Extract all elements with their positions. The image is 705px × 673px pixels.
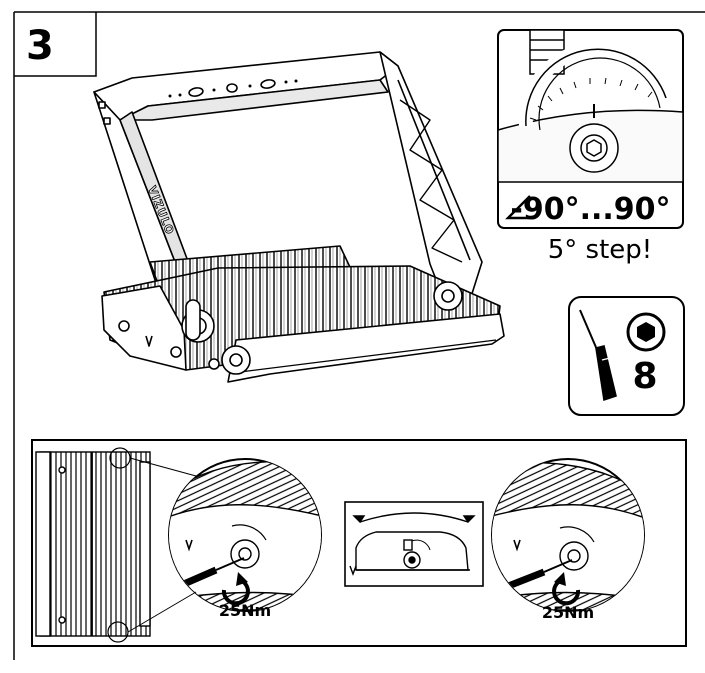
hex-bit-icon (626, 312, 666, 352)
top-view-fixture (35, 447, 151, 643)
side-view-detail (344, 501, 484, 587)
zoom-detail-left (168, 458, 322, 612)
angle-range-label: -90°...90° (510, 192, 671, 227)
angle-detail-panel (497, 29, 684, 229)
torque-label-left: 25Nm (218, 601, 272, 620)
angle-step-note: 5° step! (547, 235, 653, 265)
bottom-panel (31, 439, 687, 647)
zoom-detail-right (491, 458, 645, 612)
step-badge (14, 12, 97, 77)
floodlight-illustration: VIZULO (93, 51, 505, 383)
torque-label-right: 25Nm (541, 603, 595, 622)
page-frame (13, 11, 705, 660)
zoom-leader-lines (127, 457, 197, 633)
screwdriver-icon (579, 309, 617, 402)
tool-panel (568, 296, 685, 416)
hex-size-label: 8 (632, 356, 658, 397)
step-number: 3 (26, 23, 54, 69)
